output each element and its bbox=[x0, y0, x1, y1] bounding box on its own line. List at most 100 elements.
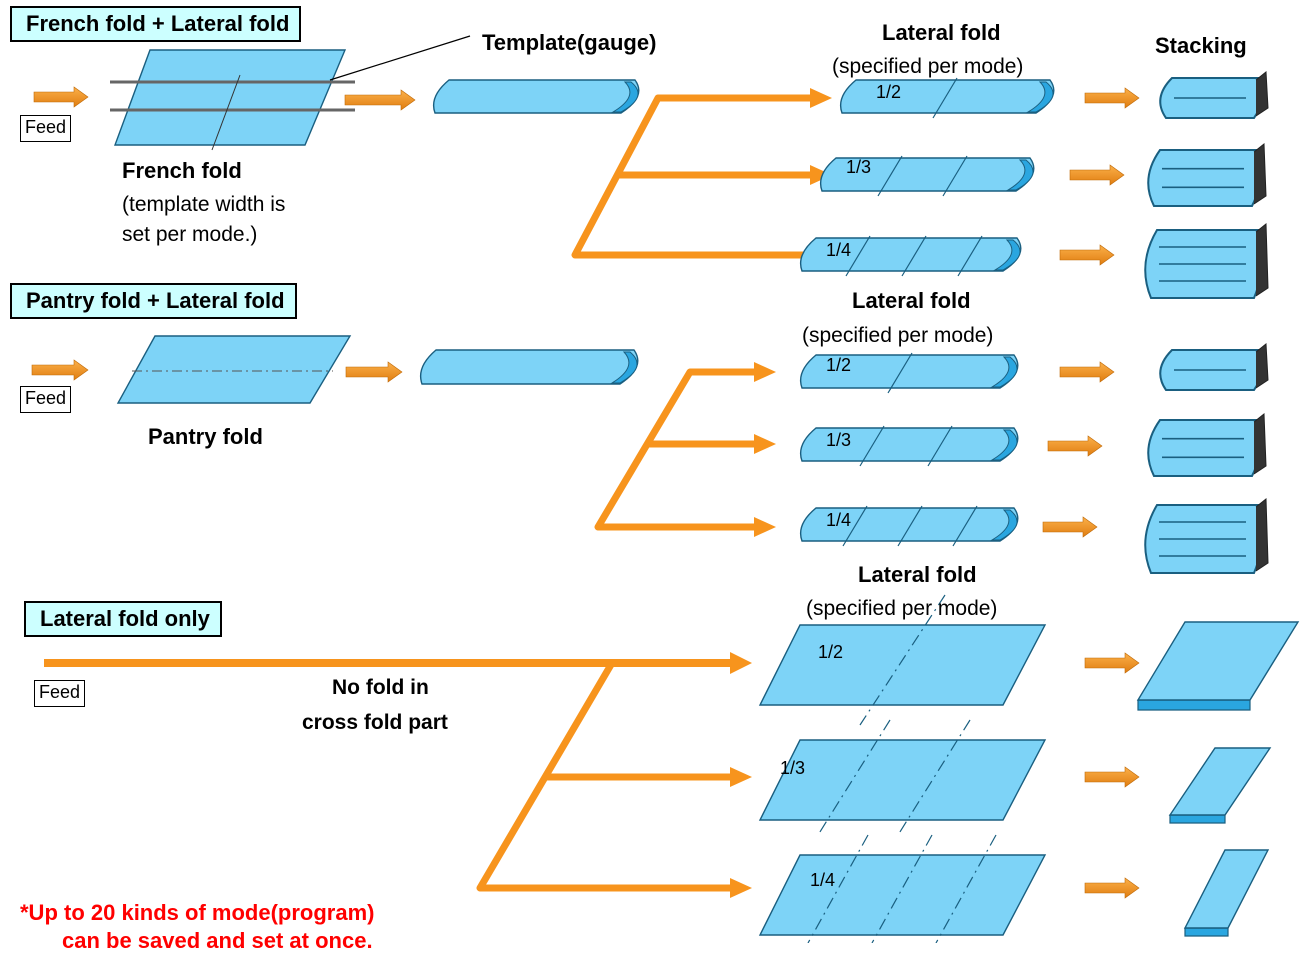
no-fold-label-2: cross fold part bbox=[302, 711, 448, 734]
pantry-roll-quarter-body bbox=[799, 507, 1019, 542]
fraction-label-3-third: 1/3 bbox=[780, 758, 806, 778]
french-stack-third-body bbox=[1147, 149, 1262, 207]
pantry-stack-half-edge bbox=[1255, 343, 1269, 389]
french-fold-desc-1: (template width is bbox=[122, 193, 286, 216]
pantry-fold-label: Pantry fold bbox=[148, 424, 263, 449]
specified-header-2: (specified per mode) bbox=[802, 324, 994, 347]
pantry-roll-half-body bbox=[799, 354, 1019, 389]
pantry-branch-branch-head-2 bbox=[754, 434, 776, 454]
feed-arrow-pantry bbox=[31, 359, 89, 381]
lateral-stack-quarter bbox=[1183, 849, 1270, 937]
french-stack-quarter bbox=[1144, 222, 1269, 299]
french-template-roll-body bbox=[432, 79, 640, 114]
fraction-label-1-half: 1/2 bbox=[876, 82, 902, 102]
lateral-stack-third bbox=[1168, 747, 1272, 824]
pantry-roll-quarter-curl bbox=[990, 509, 1018, 541]
template-pointer-line bbox=[329, 35, 471, 81]
section-title-lateral-only: Lateral fold only bbox=[24, 601, 222, 637]
french-stack-half bbox=[1159, 71, 1269, 119]
lateral-only-fold-quarter-1 bbox=[807, 834, 869, 943]
french-fold-quarter-3 bbox=[957, 235, 983, 277]
arrow-to-pantry-roll bbox=[345, 361, 403, 383]
stack-arrow-lateral-2 bbox=[1084, 766, 1140, 788]
pantry-roll bbox=[419, 349, 639, 385]
stack-arrow-lateral-3 bbox=[1084, 877, 1140, 899]
fraction-label-2-third: 1/3 bbox=[826, 430, 852, 450]
french-fold-desc-2: set per mode.) bbox=[122, 223, 258, 246]
lateral-stack-third-side bbox=[1169, 814, 1226, 824]
specified-header-3: (specified per mode) bbox=[806, 597, 998, 620]
french-fold-half-1 bbox=[932, 77, 958, 119]
french-roll-third bbox=[819, 157, 1035, 192]
lateral-stack-half bbox=[1136, 621, 1300, 711]
french-branch-trunk bbox=[571, 94, 662, 259]
french-branch-branch-head-2 bbox=[810, 165, 832, 185]
stack-arrow-french-2 bbox=[1069, 164, 1125, 186]
pantry-branch-branch-head-1 bbox=[754, 362, 776, 382]
pantry-fold-third-2 bbox=[927, 425, 953, 467]
lateral-only-fold-quarter-3 bbox=[935, 834, 997, 943]
french-fold-quarter-1 bbox=[845, 235, 871, 277]
lateral-stack-half-side bbox=[1137, 699, 1251, 711]
french-roll-half-body bbox=[839, 79, 1055, 114]
pantry-stack-third bbox=[1147, 412, 1267, 477]
pantry-roll-curl bbox=[610, 351, 638, 384]
section-title-pantry: Pantry fold + Lateral fold bbox=[10, 283, 297, 319]
stack-arrow-lateral-1 bbox=[1084, 652, 1140, 674]
fraction-label-1-quarter: 1/4 bbox=[826, 240, 852, 260]
lateral-stack-third-top bbox=[1168, 747, 1272, 816]
pantry-roll-half bbox=[799, 354, 1019, 389]
french-template-roll bbox=[432, 79, 640, 114]
pantry-stack-third-edge bbox=[1253, 412, 1267, 475]
pantry-fold-half-1 bbox=[887, 352, 913, 394]
pantry-roll-third bbox=[799, 427, 1019, 462]
stack-arrow-french-1 bbox=[1084, 87, 1140, 109]
lateral-only-branch-branch-head-1 bbox=[730, 767, 752, 787]
french-fold-third-1 bbox=[877, 155, 903, 197]
lateral-only-branch-branch-head-2 bbox=[730, 878, 752, 898]
pantry-roll-third-curl bbox=[990, 429, 1018, 461]
stack-arrow-pantry-2 bbox=[1047, 435, 1103, 457]
lateral-only-sheet-third bbox=[758, 739, 1047, 821]
french-fold-guide bbox=[211, 74, 241, 151]
arrow-to-template-french bbox=[344, 89, 416, 111]
note-line-2: can be saved and set at once. bbox=[62, 928, 373, 953]
lateral-stack-half-top bbox=[1136, 621, 1300, 701]
pantry-stack-quarter-edge bbox=[1255, 497, 1269, 572]
lateral-stack-quarter-side bbox=[1184, 927, 1229, 937]
french-stack-third bbox=[1147, 142, 1267, 207]
feed-label-french: Feed bbox=[20, 115, 72, 142]
pantry-fold-quarter-2 bbox=[897, 505, 923, 547]
french-stack-half-edge bbox=[1255, 71, 1269, 117]
fraction-label-2-half: 1/2 bbox=[826, 355, 852, 375]
lateral-only-fold-half bbox=[859, 594, 946, 726]
fraction-label-1-third: 1/3 bbox=[846, 157, 872, 177]
feed-label-lateral-only: Feed bbox=[34, 680, 86, 707]
section-title-french: French fold + Lateral fold bbox=[10, 6, 302, 42]
pantry-roll-quarter bbox=[799, 507, 1019, 542]
pantry-input-sheet bbox=[116, 335, 352, 404]
fraction-label-3-half: 1/2 bbox=[818, 642, 844, 662]
pantry-stack-quarter bbox=[1144, 497, 1269, 574]
lateral-only-sheet-quarter bbox=[758, 854, 1047, 936]
fraction-label-3-quarter: 1/4 bbox=[810, 870, 836, 890]
french-input-sheet bbox=[113, 49, 347, 146]
french-stack-third-edge bbox=[1253, 142, 1267, 205]
french-roll-quarter-curl bbox=[993, 239, 1021, 271]
pantry-roll-half-curl bbox=[990, 356, 1018, 388]
pantry-branch-trunk bbox=[594, 368, 694, 531]
pantry-roll-third-body bbox=[799, 427, 1019, 462]
stack-arrow-french-3 bbox=[1059, 244, 1115, 266]
french-roll-third-body bbox=[819, 157, 1035, 192]
fraction-label-2-quarter: 1/4 bbox=[826, 510, 852, 530]
pantry-branch-branch-head-3 bbox=[754, 517, 776, 537]
stack-arrow-pantry-1 bbox=[1059, 361, 1115, 383]
french-roll-half bbox=[839, 79, 1055, 114]
french-fold-quarter-2 bbox=[901, 235, 927, 277]
lateral-only-sheet-half bbox=[758, 624, 1047, 706]
feed-arrow-french bbox=[33, 86, 89, 108]
pantry-roll-body bbox=[419, 349, 639, 385]
french-fold-label: French fold bbox=[122, 158, 242, 183]
feed-label-pantry: Feed bbox=[20, 386, 72, 413]
